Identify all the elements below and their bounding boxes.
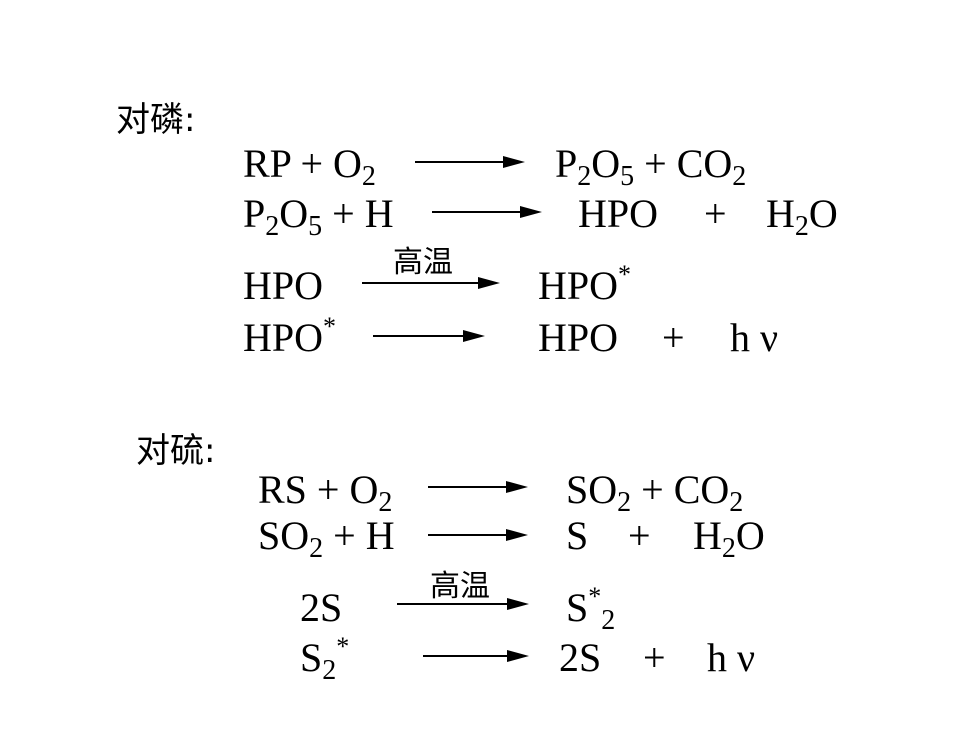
heading-phosphorus: 对磷: [116,100,196,140]
p-eq4-plus: + [662,315,685,360]
p-eq4-left: HPO* [243,312,337,360]
s-eq4-left: S2* [300,632,350,686]
heading-sulfur: 对硫: [136,431,216,471]
arrow-icon [373,330,485,342]
p-eq2-left: P2O5 + H [243,191,394,242]
s-eq2-right-a: S [566,513,589,558]
p-eq2-plus: + [704,191,727,236]
arrow-icon [432,206,542,218]
s-eq3-left: 2S [300,585,343,630]
s-eq4-photon: h ν [707,635,756,680]
p-eq3-condition: 高温 [393,245,453,280]
arrow-icon [362,277,500,289]
arrow-icon [423,650,529,662]
p-eq2-right-a: HPO [578,191,659,236]
p-eq3-right: HPO* [538,260,632,308]
arrow-icon [415,156,525,168]
p-eq1-right: P2O5 + CO2 [555,141,747,192]
arrow-icon [397,598,529,610]
s-eq4-right-a: 2S [559,635,602,680]
s-eq2-left: SO2 + H [258,513,395,564]
s-eq3-condition: 高温 [430,569,490,604]
s-eq1-left: RS + O2 [258,467,393,518]
arrow-icon [428,481,528,493]
s-eq2-plus: + [628,513,651,558]
s-eq3-right: S*2 [566,582,616,636]
s-eq4-plus: + [643,635,666,680]
s-eq1-right: SO2 + CO2 [566,467,744,518]
p-eq1-left: RP + O2 [243,141,376,192]
p-eq4-photon: h ν [730,315,779,360]
arrow-icon [428,529,528,541]
s-eq2-water: H2O [693,513,765,564]
p-eq3-left: HPO [243,263,324,308]
p-eq4-right-a: HPO [538,315,619,360]
p-eq2-water: H2O [766,191,838,242]
